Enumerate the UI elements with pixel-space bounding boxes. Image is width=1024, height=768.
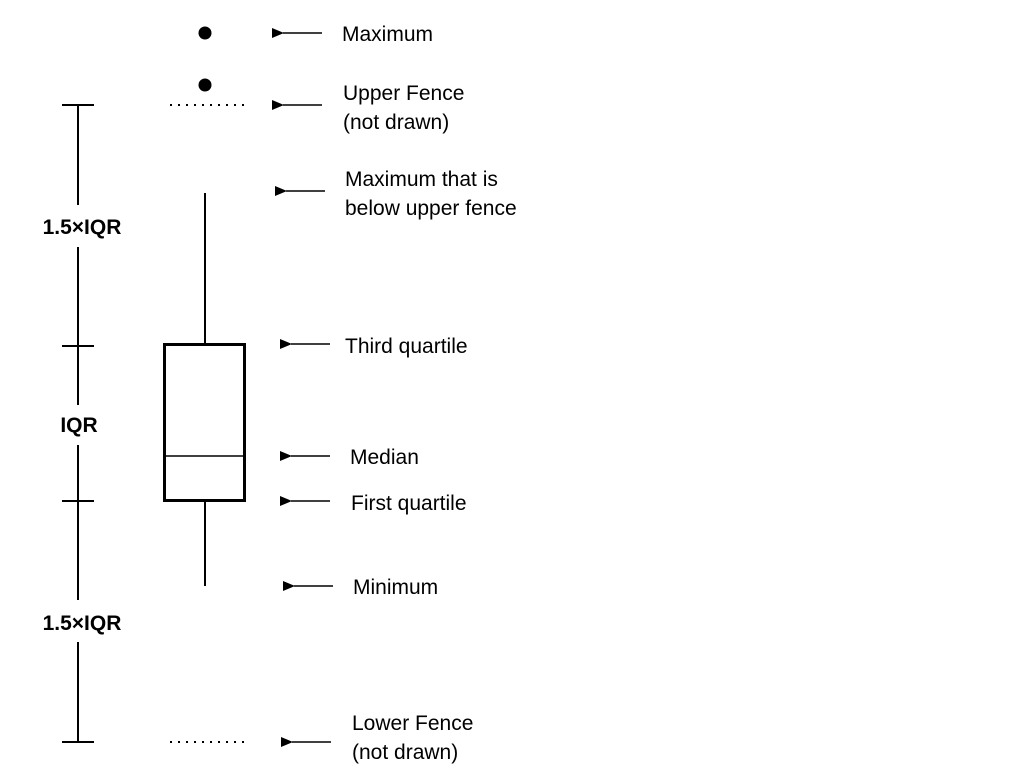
label-first-quartile: First quartile [351, 492, 467, 515]
ruler-label-iqr: IQR [60, 414, 97, 437]
label-median: Median [350, 446, 419, 469]
label-minimum: Minimum [353, 576, 438, 599]
ruler-label-upper: 1.5×IQR [43, 216, 122, 239]
label-lower-fence-note: (not drawn) [352, 741, 458, 764]
label-max-below-fence-cont: below upper fence [345, 197, 517, 220]
iqr-box [163, 343, 246, 502]
label-upper-fence-note: (not drawn) [343, 111, 449, 134]
boxplot [163, 26, 246, 743]
label-upper-fence: Upper Fence [343, 82, 464, 105]
outlier-point-maximum [198, 26, 212, 40]
label-third-quartile: Third quartile [345, 335, 468, 358]
arrows [272, 28, 333, 747]
annotations: Maximum Upper Fence (not drawn) Maximum … [342, 23, 517, 764]
label-lower-fence: Lower Fence [352, 712, 473, 735]
label-max-below-fence: Maximum that is [345, 168, 498, 191]
ruler-label-lower: 1.5×IQR [43, 612, 122, 635]
ruler: 1.5×IQR IQR 1.5×IQR [43, 104, 122, 743]
label-maximum: Maximum [342, 23, 433, 46]
outlier-point [198, 78, 212, 92]
